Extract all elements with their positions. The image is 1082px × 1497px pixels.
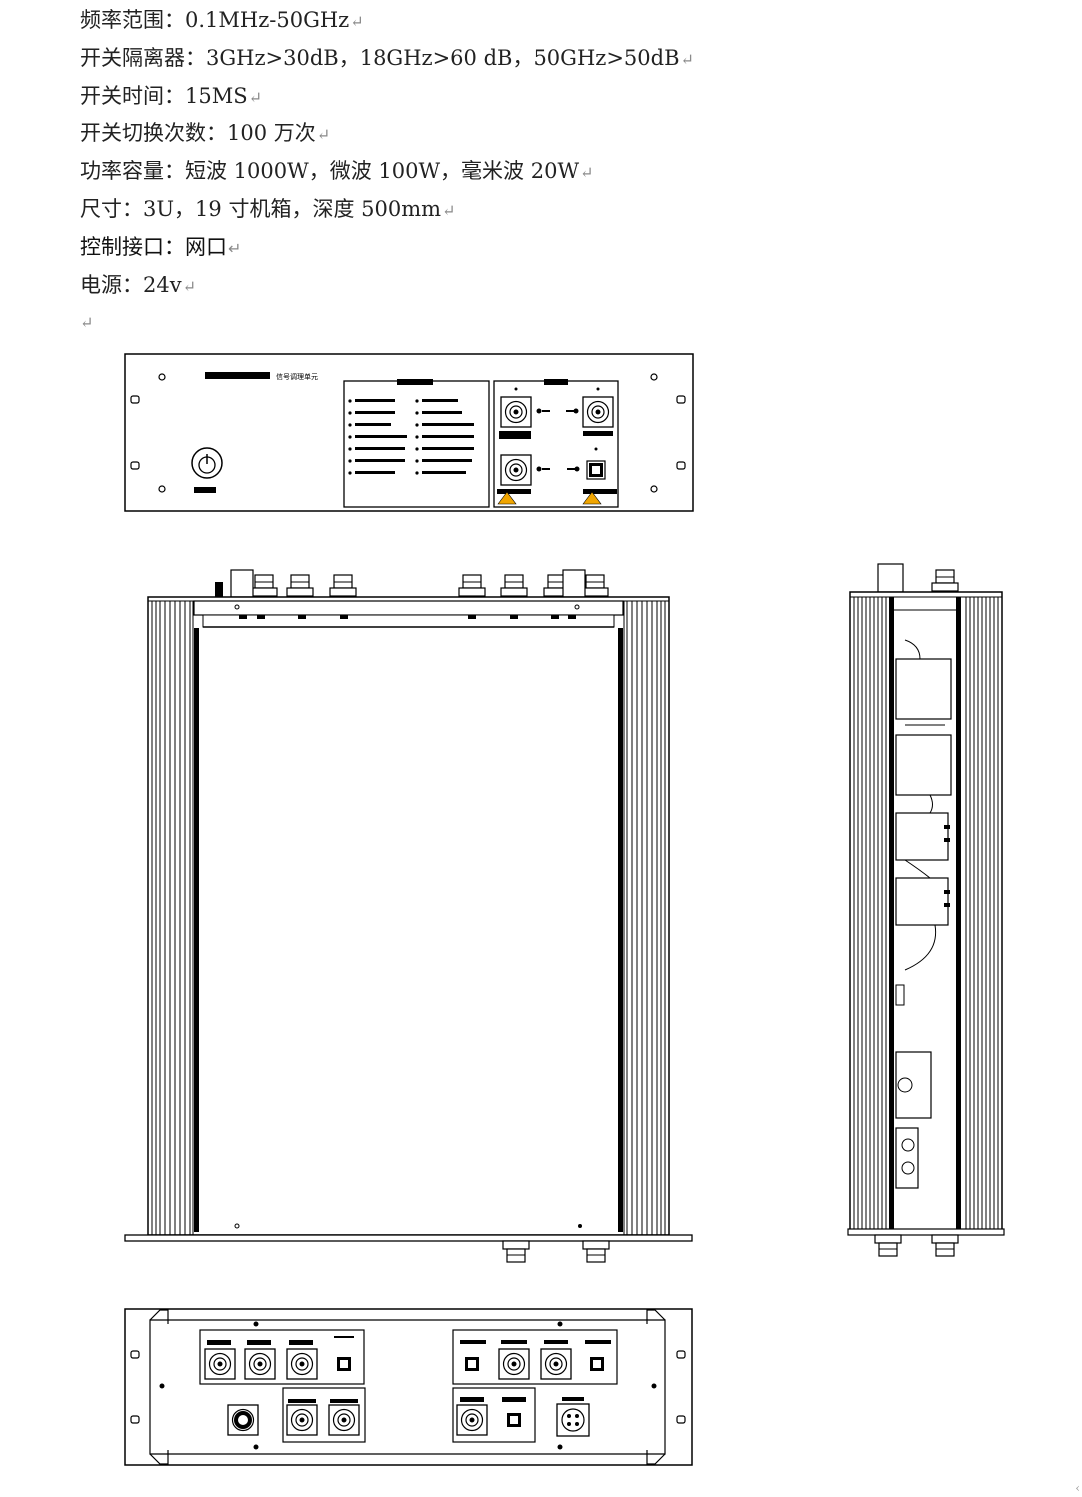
spec-dimensions: 尺寸：3U，19 寸机箱，深度 500mm↵ [80,191,980,229]
spec-label: 控制接口： [80,234,185,259]
spec-label: 功率容量： [80,159,185,184]
spec-value: 0.1MHz-50GHz [185,8,350,32]
paragraph-mark: ↵ [316,125,331,145]
spec-value: 3U，19 寸机箱，深度 500mm [143,196,442,221]
side-view [847,563,1005,1257]
paragraph-mark: ↵ [442,200,456,220]
spec-control-interface: 控制接口：网口↵ [80,229,980,267]
page-corner-mark: ‹ [1075,1481,1080,1495]
spec-value: 网口 [185,234,227,259]
front-panel-title: 信号调理单元 [276,372,318,381]
spec-label: 开关时间： [80,83,185,108]
power-connector-icon [556,1397,590,1437]
spec-label: 尺寸： [80,196,143,221]
front-panel-view: 信号调理单元 [124,353,694,512]
spec-label: 频率范围： [80,8,185,32]
spec-switch-time: 开关时间：15MS↵ [80,78,980,116]
empty-paragraph: ↵ [80,313,94,333]
paragraph-mark: ↵ [228,238,242,258]
spec-power-capacity: 功率容量：短波 1000W，微波 100W，毫米波 20W↵ [80,153,980,191]
spec-list: 频率范围：0.1MHz-50GHz↵ 开关隔离器：3GHz>30dB，18GHz… [80,2,980,342]
paragraph-mark: ↵ [680,49,694,69]
paragraph-mark: ↵ [580,163,594,183]
spec-value: 15MS [185,83,248,108]
spec-power-supply: 电源：24v↵ [80,267,980,305]
rear-panel-view [124,1308,693,1466]
spec-value: 100 万次 [227,121,316,146]
paragraph-mark: ↵ [350,12,364,31]
spec-value: 3GHz>30dB，18GHz>60 dB，50GHz>50dB [206,45,680,70]
spec-label: 电源： [80,272,143,297]
spec-switch-cycles: 开关切换次数：100 万次↵ [80,115,980,153]
spec-value: 短波 1000W，微波 100W，毫米波 20W [185,159,580,184]
spec-value: 24v [143,272,182,297]
paragraph-mark: ↵ [248,87,263,107]
top-view [124,569,693,1263]
power-switch-icon [191,447,223,493]
spec-switch-isolation: 开关隔离器：3GHz>30dB，18GHz>60 dB，50GHz>50dB↵ [80,40,980,78]
spec-label: 开关隔离器： [80,45,206,70]
paragraph-mark: ↵ [182,276,196,296]
spec-label: 开关切换次数： [80,121,227,146]
spec-frequency-range: 频率范围：0.1MHz-50GHz↵ [80,2,980,40]
